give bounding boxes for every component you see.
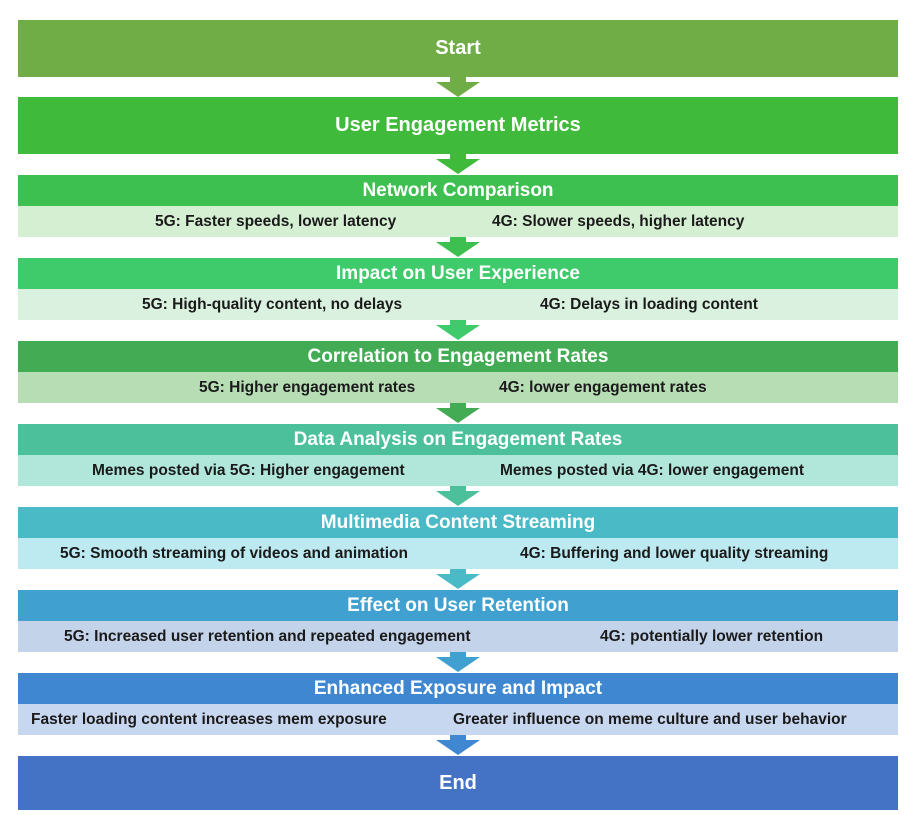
step-title: Multimedia Content Streaming [320,511,596,533]
step-user-retention-detail: 5G: Increased user retention and repeate… [18,621,898,652]
step-correlation-engagement-header: Correlation to Engagement Rates [18,341,898,372]
step-left-text: 5G: High-quality content, no delays [142,296,403,313]
step-title: Data Analysis on Engagement Rates [293,428,623,450]
step-right-text: 4G: Slower speeds, higher latency [492,213,745,230]
step-impact-user-experience-header: Impact on User Experience [18,258,898,289]
flow-arrow-8 [436,652,480,672]
step-left-text: 5G: Higher engagement rates [199,379,416,396]
step-enhanced-exposure-detail: Faster loading content increases mem exp… [18,704,898,735]
flow-arrow-6 [436,486,480,506]
flow-arrow-3 [436,237,480,257]
step-data-analysis-detail: Memes posted via 5G: Higher engagement M… [18,455,898,486]
step-left-text: Memes posted via 5G: Higher engagement [92,462,405,479]
flow-arrow-4 [436,320,480,340]
step-multimedia-streaming-header: Multimedia Content Streaming [18,507,898,538]
user-engagement-metrics-node: User Engagement Metrics [18,97,898,154]
end-label: End [439,771,477,794]
step-right-text: 4G: Delays in loading content [540,296,758,313]
flow-arrow-9 [436,735,480,755]
step-user-retention-header: Effect on User Retention [18,590,898,621]
metrics-label: User Engagement Metrics [335,114,581,136]
step-network-comparison-header: Network Comparison [18,175,898,206]
step-right-text: Greater influence on meme culture and us… [453,711,847,728]
step-multimedia-streaming-detail: 5G: Smooth streaming of videos and anima… [18,538,898,569]
step-title: Enhanced Exposure and Impact [313,677,603,699]
flow-arrow-2 [436,154,480,174]
step-left-text: 5G: Faster speeds, lower latency [155,213,397,230]
end-node: End [18,756,898,810]
step-right-text: 4G: potentially lower retention [600,628,824,645]
step-right-text: 4G: lower engagement rates [499,379,707,396]
step-title: Effect on User Retention [347,594,569,616]
start-node: Start [18,20,898,77]
step-data-analysis-header: Data Analysis on Engagement Rates [18,424,898,455]
flow-arrow-7 [436,569,480,589]
step-left-text: Faster loading content increases mem exp… [31,711,387,728]
step-left-text: 5G: Increased user retention and repeate… [64,628,471,645]
step-right-text: Memes posted via 4G: lower engagement [500,462,805,479]
step-title: Network Comparison [362,179,554,201]
start-label: Start [435,37,481,59]
step-right-text: 4G: Buffering and lower quality streamin… [520,545,829,562]
step-impact-user-experience-detail: 5G: High-quality content, no delays 4G: … [18,289,898,320]
flow-arrow-1 [436,77,480,97]
step-enhanced-exposure-header: Enhanced Exposure and Impact [18,673,898,704]
step-correlation-engagement-detail: 5G: Higher engagement rates 4G: lower en… [18,372,898,403]
step-title: Correlation to Engagement Rates [307,345,609,367]
step-network-comparison-detail: 5G: Faster speeds, lower latency 4G: Slo… [18,206,898,237]
flow-arrow-5 [436,403,480,423]
step-title: Impact on User Experience [336,262,580,284]
step-left-text: 5G: Smooth streaming of videos and anima… [60,545,408,562]
